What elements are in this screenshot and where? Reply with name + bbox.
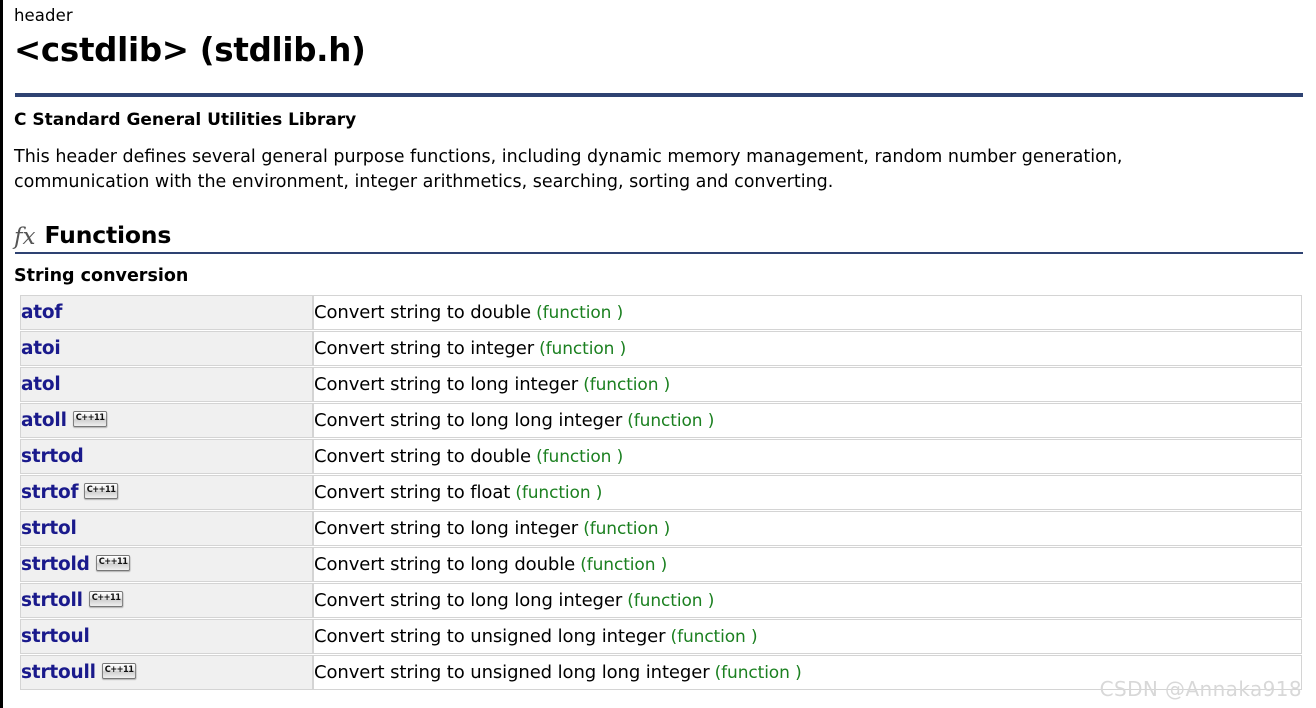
page-eyebrow: header [14,6,73,25]
cpp11-badge: C++11 [84,483,119,500]
table-row: atoll C++11 Convert string to long long in… [20,402,1302,438]
function-link[interactable]: atoll [21,409,67,431]
table-row: strtoul Convert string to unsigned long i… [20,618,1302,654]
functions-section-header: fx Functions [14,220,1302,250]
function-kind-label: (function ) [627,410,715,431]
function-description-text: Convert string to double [314,301,532,323]
table-row: strtol Convert string to long integer (fu… [20,510,1302,546]
function-link[interactable]: strtold [21,553,90,575]
function-description-text: Convert string to long long integer [314,589,623,611]
function-name-cell[interactable]: strtoull C++11 [20,654,313,690]
function-name-cell[interactable]: strtod [20,438,313,474]
function-kind-label: (function ) [627,590,715,611]
function-name-cell[interactable]: atoi [20,330,313,366]
function-link[interactable]: atoi [21,337,61,359]
table-row: strtoull C++11 Convert string to unsigned … [20,654,1302,690]
table-row: strtold C++11 Convert string to long doubl… [20,546,1302,582]
function-link[interactable]: strtof [21,481,79,503]
function-link[interactable]: strtoll [21,589,83,611]
function-kind-label: (function ) [536,446,624,467]
cpp11-badge: C++11 [101,663,137,680]
page-subtitle: C Standard General Utilities Library [14,109,357,130]
function-link[interactable]: strtol [21,517,77,539]
table-row: atol Convert string to long integer (func… [20,366,1302,402]
function-name-cell[interactable]: atof [20,294,313,330]
function-description-text: Convert string to unsigned long long int… [314,661,710,683]
function-link[interactable]: atol [21,373,61,395]
function-kind-label: (function ) [515,482,603,503]
cpp11-badge: C++11 [88,591,124,608]
fx-icon: fx [14,223,36,250]
function-kind-label: (function ) [670,626,758,647]
function-description-cell: Convert string to double (function ) [313,294,1302,330]
function-name-cell[interactable]: atol [20,366,313,402]
function-description-text: Convert string to double [314,445,532,467]
group-title-string-conversion: String conversion [14,265,189,286]
function-kind-label: (function ) [583,374,671,395]
function-description-cell: Convert string to long double (function … [313,546,1302,582]
function-link[interactable]: strtoul [21,625,90,647]
function-description-text: Convert string to float [314,481,511,503]
table-row: atoi Convert string to integer (function … [20,330,1302,366]
function-kind-label: (function ) [714,662,802,683]
section-title: Functions [44,220,172,249]
function-description-text: Convert string to long long integer [314,409,623,431]
function-description-text: Convert string to long integer [314,517,579,539]
function-kind-label: (function ) [536,302,624,323]
function-description-cell: Convert string to long long integer (fun… [313,402,1302,438]
page-left-border [0,0,3,708]
function-name-cell[interactable]: strtoll C++11 [20,582,313,618]
function-name-cell[interactable]: strtold C++11 [20,546,313,582]
title-divider [15,92,1303,97]
table-row: strtof C++11 Convert string to float (func… [20,474,1302,510]
function-description-cell: Convert string to unsigned long long int… [313,654,1302,690]
function-description-text: Convert string to long double [314,553,576,575]
cpp11-badge: C++11 [95,555,130,572]
function-description-cell: Convert string to integer (function ) [313,330,1302,366]
function-link[interactable]: atof [21,301,63,323]
section-divider [15,251,1303,254]
function-name-cell[interactable]: strtof C++11 [20,474,313,510]
function-description-cell: Convert string to long integer (function… [313,510,1302,546]
function-description-cell: Convert string to float (function ) [313,474,1302,510]
function-description-text: Convert string to integer [314,337,535,359]
page-description: This header defines several general purp… [14,146,1123,192]
page-title: <cstdlib> (stdlib.h) [14,31,366,69]
table-row: strtoll C++11 Convert string to long long … [20,582,1302,618]
function-link[interactable]: strtoull [21,661,96,683]
function-name-cell[interactable]: strtoul [20,618,313,654]
function-description-cell: Convert string to unsigned long integer … [313,618,1302,654]
function-link[interactable]: strtod [21,445,84,467]
function-kind-label: (function ) [539,338,627,359]
function-description-cell: Convert string to long integer (function… [313,366,1302,402]
cpp11-badge: C++11 [72,411,107,428]
table-row: strtod Convert string to double (function… [20,438,1302,474]
function-name-cell[interactable]: atoll C++11 [20,402,313,438]
watermark: CSDN @Annaka918 [1099,677,1302,701]
function-kind-label: (function ) [583,518,671,539]
function-description-text: Convert string to unsigned long integer [314,625,666,647]
function-description-cell: Convert string to long long integer (fun… [313,582,1302,618]
table-row: atof Convert string to double (function ) [20,294,1302,330]
function-kind-label: (function ) [580,554,668,575]
function-name-cell[interactable]: strtol [20,510,313,546]
function-description-text: Convert string to long integer [314,373,579,395]
function-description-cell: Convert string to double (function ) [313,438,1302,474]
